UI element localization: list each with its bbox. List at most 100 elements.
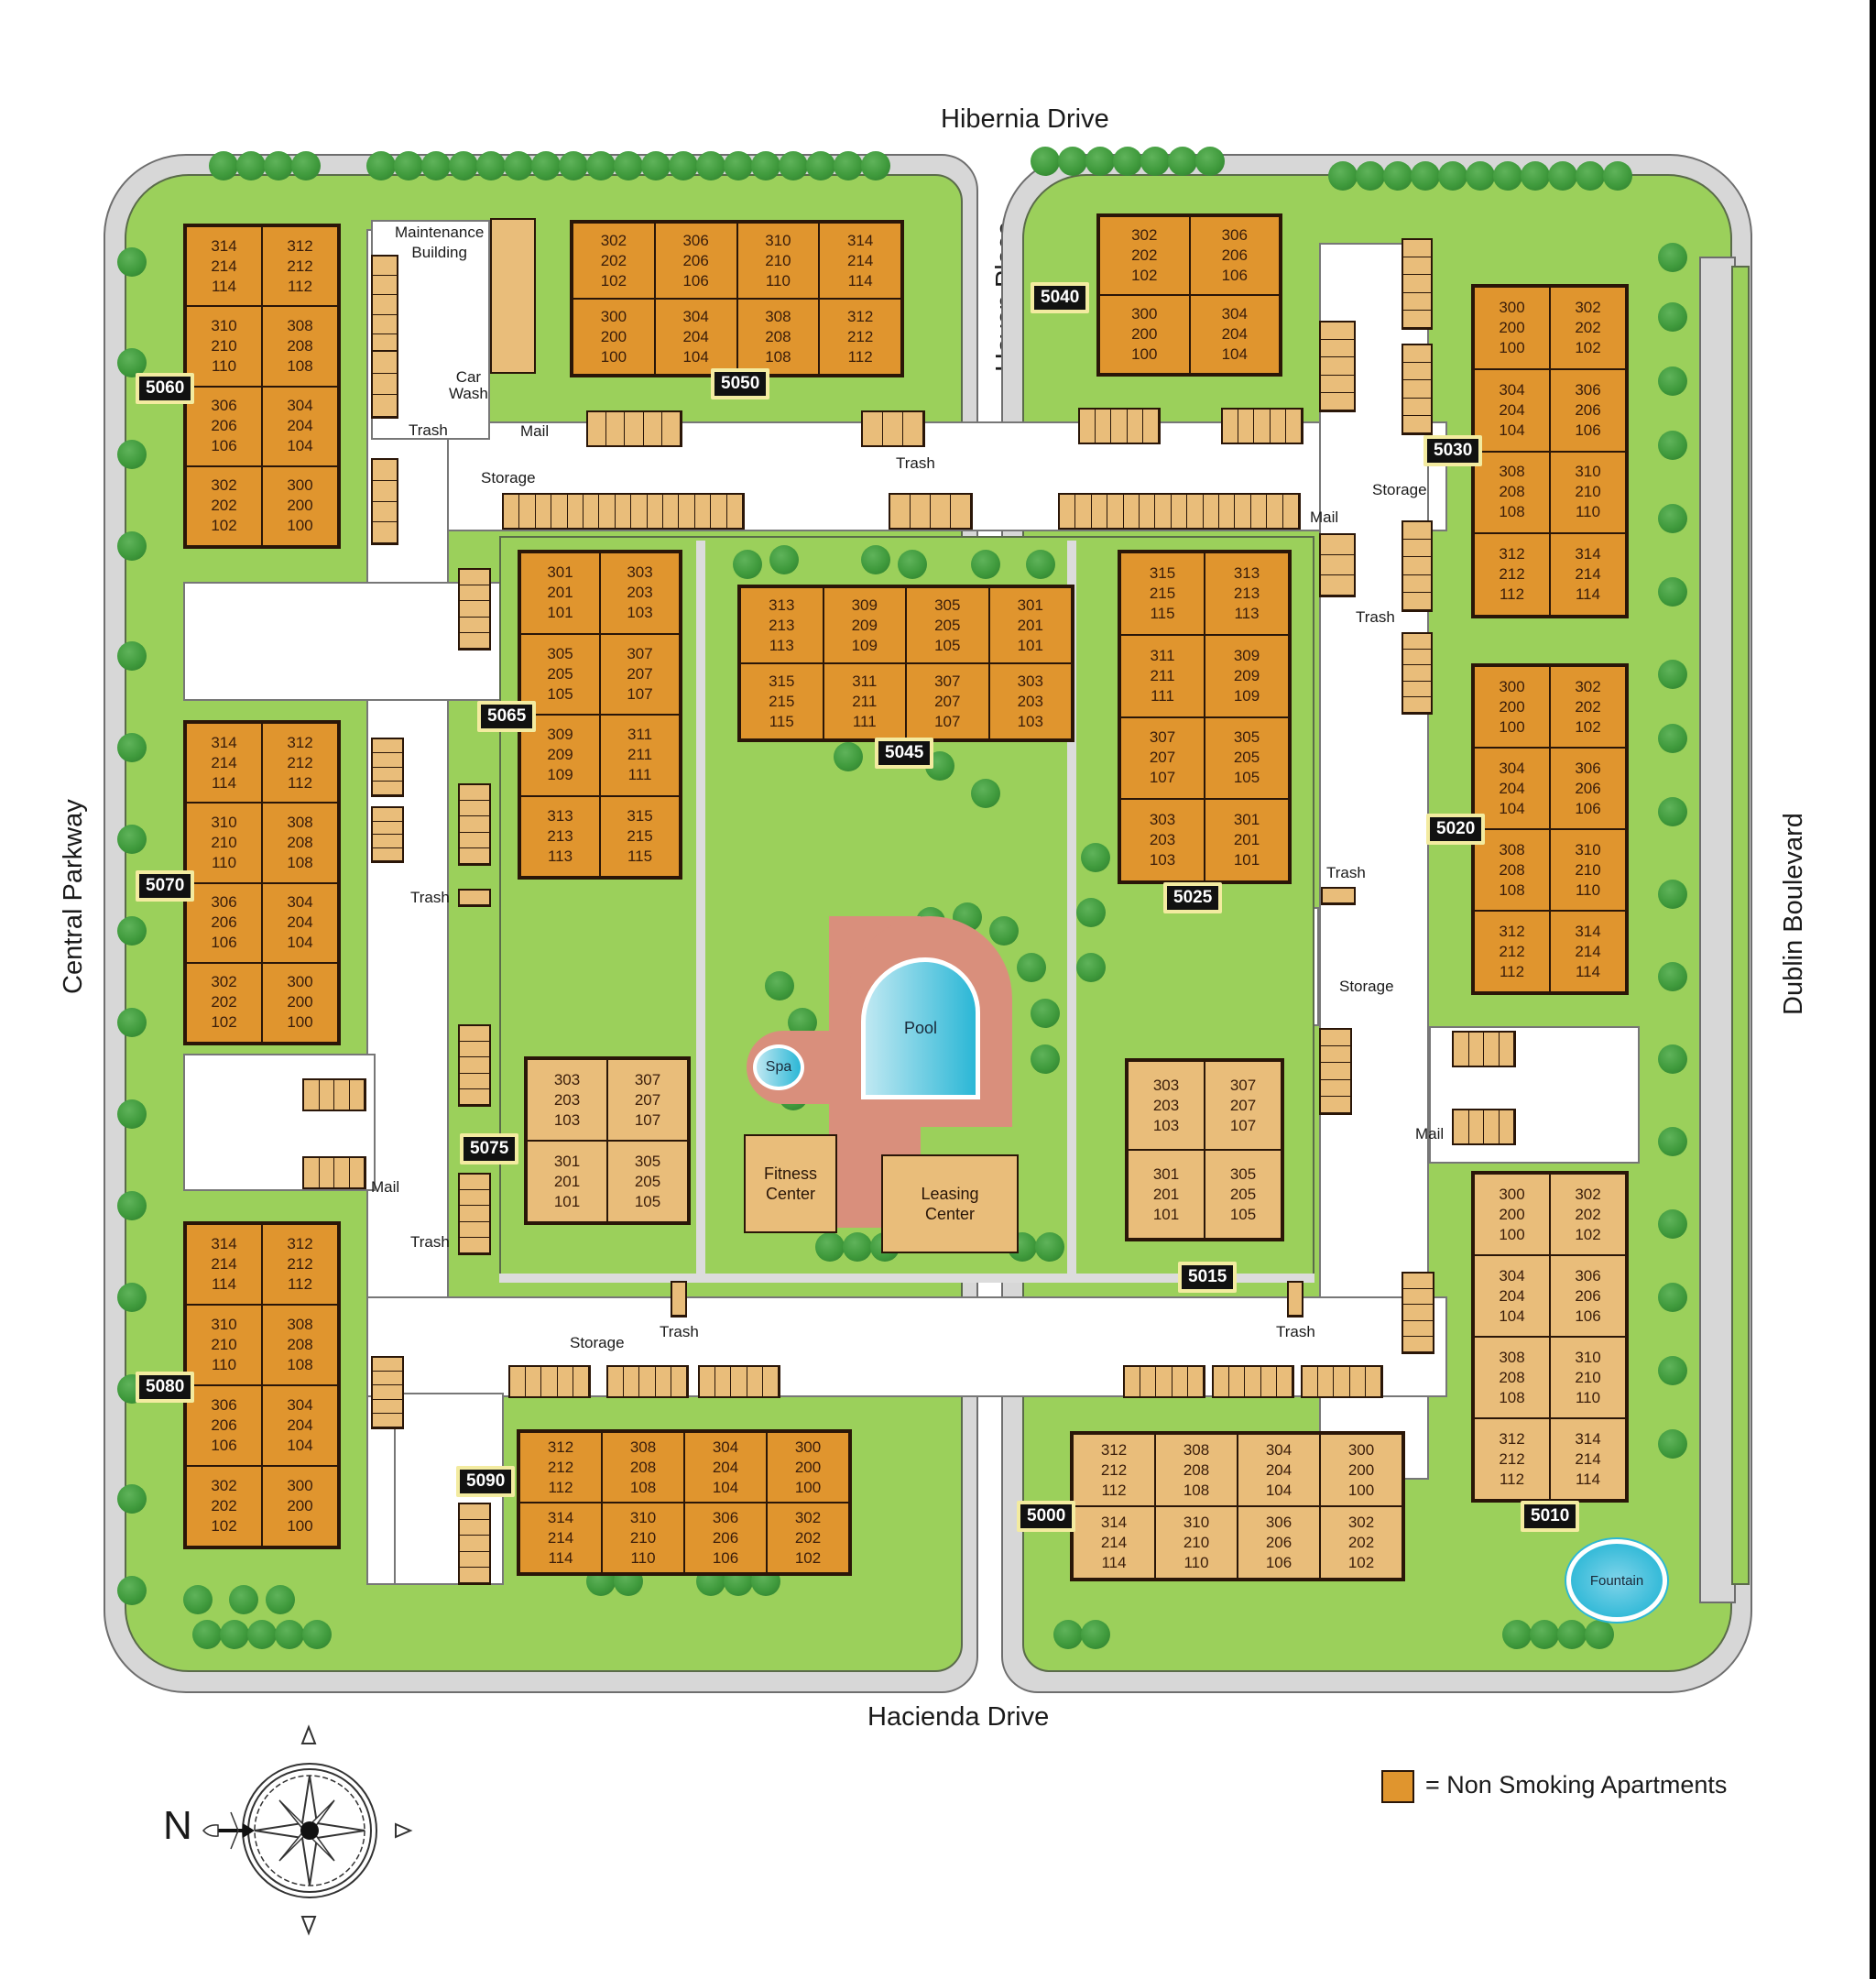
pool[interactable]: Pool	[861, 957, 980, 1099]
maintenance-building[interactable]	[490, 218, 536, 374]
spa[interactable]: Spa	[753, 1044, 804, 1090]
fountain[interactable]: Fountain	[1566, 1539, 1667, 1622]
